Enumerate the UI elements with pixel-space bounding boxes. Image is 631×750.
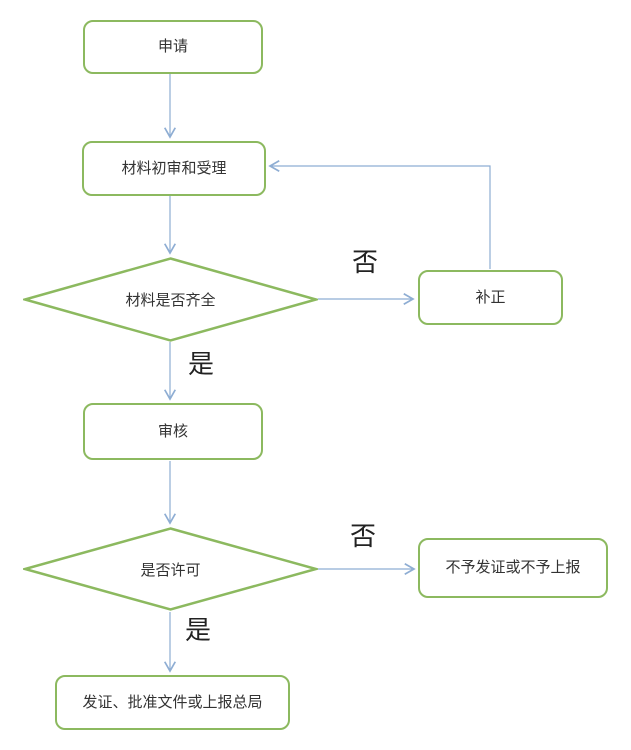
node-review: 审核: [83, 403, 263, 460]
edge-label-no-permit: 否: [350, 522, 377, 551]
diamond-label: 是否许可: [140, 561, 201, 579]
node-no-permit: 不予发证或不予上报: [418, 538, 608, 598]
node-apply: 申请: [83, 20, 263, 74]
node-materials-complete: 材料是否齐全: [23, 257, 318, 342]
edge-label-no-materials: 否: [352, 248, 379, 277]
edge-correction-to-initial-review: [268, 159, 491, 269]
edge-label-yes-permit: 是: [185, 616, 212, 645]
edge-label-yes-materials: 是: [188, 350, 215, 379]
diamond-label: 材料是否齐全: [125, 292, 216, 309]
node-correction: 补正: [418, 270, 563, 325]
node-issue: 发证、批准文件或上报总局: [55, 675, 290, 730]
node-initial-review: 材料初审和受理: [82, 141, 266, 196]
node-permit-decision: 是否许可: [23, 527, 318, 611]
diamond-shape: [23, 527, 318, 611]
diamond-shape: [23, 257, 318, 342]
